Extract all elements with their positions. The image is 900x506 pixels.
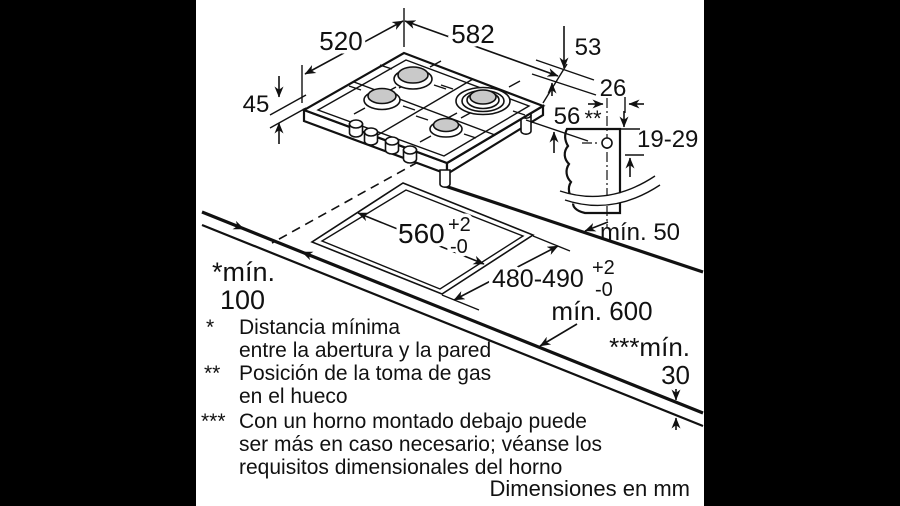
dim-26-label: 26 bbox=[600, 75, 627, 102]
footnote-2-line2: en el hueco bbox=[239, 385, 348, 408]
cutout-depth-ext-front bbox=[441, 294, 480, 311]
diagram-paper: *mín. 100 560 +2 -0 480-490 +2 -0 mín. 6… bbox=[196, 0, 704, 506]
min-wall-arrow-left bbox=[211, 215, 245, 230]
burner-wok-cap bbox=[469, 89, 497, 105]
gas-connection-detail: 26 ** 19-29 bbox=[559, 75, 698, 228]
dim-56: 56 bbox=[525, 103, 589, 153]
dim-53-label: 53 bbox=[575, 34, 602, 61]
cutout-depth-arrow bbox=[453, 245, 559, 301]
min-wall-arrow-right bbox=[301, 251, 335, 266]
gas-tap-hole bbox=[601, 137, 613, 149]
min-right-label: mín. 50 bbox=[600, 219, 680, 246]
dim-53-ref-top bbox=[535, 59, 595, 81]
worktop-front-edge-top bbox=[201, 210, 704, 415]
cutout-width-label: 560 bbox=[398, 218, 445, 249]
footnote-2-marker: ** bbox=[204, 362, 220, 385]
gas-position-marker: ** bbox=[584, 106, 602, 131]
cutout-depth-label: 480-490 bbox=[492, 265, 584, 293]
footnote-1-line1: Distancia mínima bbox=[239, 316, 400, 339]
cutout-width-tol-plus: +2 bbox=[448, 214, 471, 236]
dim-56-label: 56 bbox=[554, 103, 581, 130]
min-below-label: ***mín. bbox=[609, 332, 690, 362]
dim-582: 582 bbox=[404, 16, 568, 104]
grid-divider-2 bbox=[375, 78, 474, 137]
dim-45-label: 45 bbox=[243, 91, 270, 118]
hob-foot-right bbox=[520, 114, 532, 135]
projection-dashed-line bbox=[271, 161, 419, 244]
cutout-depth-tol-plus: +2 bbox=[592, 257, 615, 279]
dim-53: 53 bbox=[531, 26, 602, 96]
worktop-front-edge-bottom bbox=[201, 223, 704, 428]
dim-520-label: 520 bbox=[319, 26, 362, 56]
gas-bracket-outline bbox=[563, 127, 622, 215]
footnote-2-line1: Posición de la toma de gas bbox=[239, 362, 491, 385]
dim-45-ref-bottom bbox=[269, 107, 307, 129]
dim-520: 520 bbox=[301, 8, 405, 103]
break-line-upper bbox=[559, 175, 656, 198]
burner-front bbox=[429, 117, 463, 138]
installation-diagram: *mín. 100 560 +2 -0 480-490 +2 -0 mín. 6… bbox=[201, 8, 704, 501]
footnote-3-line3: requisitos dimensionales del horno bbox=[239, 456, 562, 479]
units-label: Dimensiones en mm bbox=[489, 476, 690, 501]
dim-582-arrow bbox=[404, 20, 559, 77]
footnote-3-line1: Con un horno montado debajo puede bbox=[239, 410, 587, 433]
dim-520-arrow bbox=[304, 20, 404, 75]
worktop-back-edge bbox=[441, 183, 704, 274]
cutout-depth-dimension: 480-490 +2 -0 bbox=[441, 235, 618, 311]
min-wall-label: *mín. bbox=[212, 257, 275, 287]
footnote-3-line2: ser más en caso necesario; véanse los bbox=[239, 433, 602, 456]
footnote-1-marker: * bbox=[206, 316, 214, 339]
min-below-value: 30 bbox=[661, 360, 690, 390]
control-knobs bbox=[348, 119, 418, 164]
burner-front-cap bbox=[432, 117, 460, 133]
footnote-3-marker: *** bbox=[201, 410, 226, 433]
min-front-label: mín. 600 bbox=[551, 296, 652, 326]
footnotes: * Distancia mínima entre la abertura y l… bbox=[201, 316, 602, 479]
cutout-depth-ext-back bbox=[532, 235, 571, 252]
hob-drawing bbox=[301, 51, 546, 188]
worktop-edges bbox=[201, 183, 704, 428]
burner-left bbox=[363, 87, 401, 111]
break-line-lower bbox=[564, 184, 661, 207]
dim-19-29-label: 19-29 bbox=[637, 126, 698, 153]
cutout-depth-tol-minus: -0 bbox=[595, 279, 613, 301]
footnote-1-line2: entre la abertura y la pared bbox=[239, 339, 491, 362]
min-wall-value: 100 bbox=[220, 285, 265, 315]
dim-53-ref-bottom bbox=[531, 73, 597, 96]
min-right-arrow bbox=[584, 221, 609, 232]
burner-back-cap bbox=[397, 66, 429, 84]
dim-582-label: 582 bbox=[451, 19, 494, 49]
min-front-arrow bbox=[539, 323, 578, 347]
dim-45-ref-top bbox=[269, 94, 307, 116]
dim-45: 45 bbox=[243, 76, 307, 144]
dim-56-ref bbox=[525, 119, 589, 142]
break-mask bbox=[560, 177, 660, 206]
burner-wok bbox=[455, 86, 511, 116]
cutout-width-tol-minus: -0 bbox=[450, 236, 468, 258]
burner-left-cap bbox=[367, 87, 397, 105]
hob-foot-front bbox=[439, 169, 451, 188]
burner-back bbox=[393, 66, 433, 90]
